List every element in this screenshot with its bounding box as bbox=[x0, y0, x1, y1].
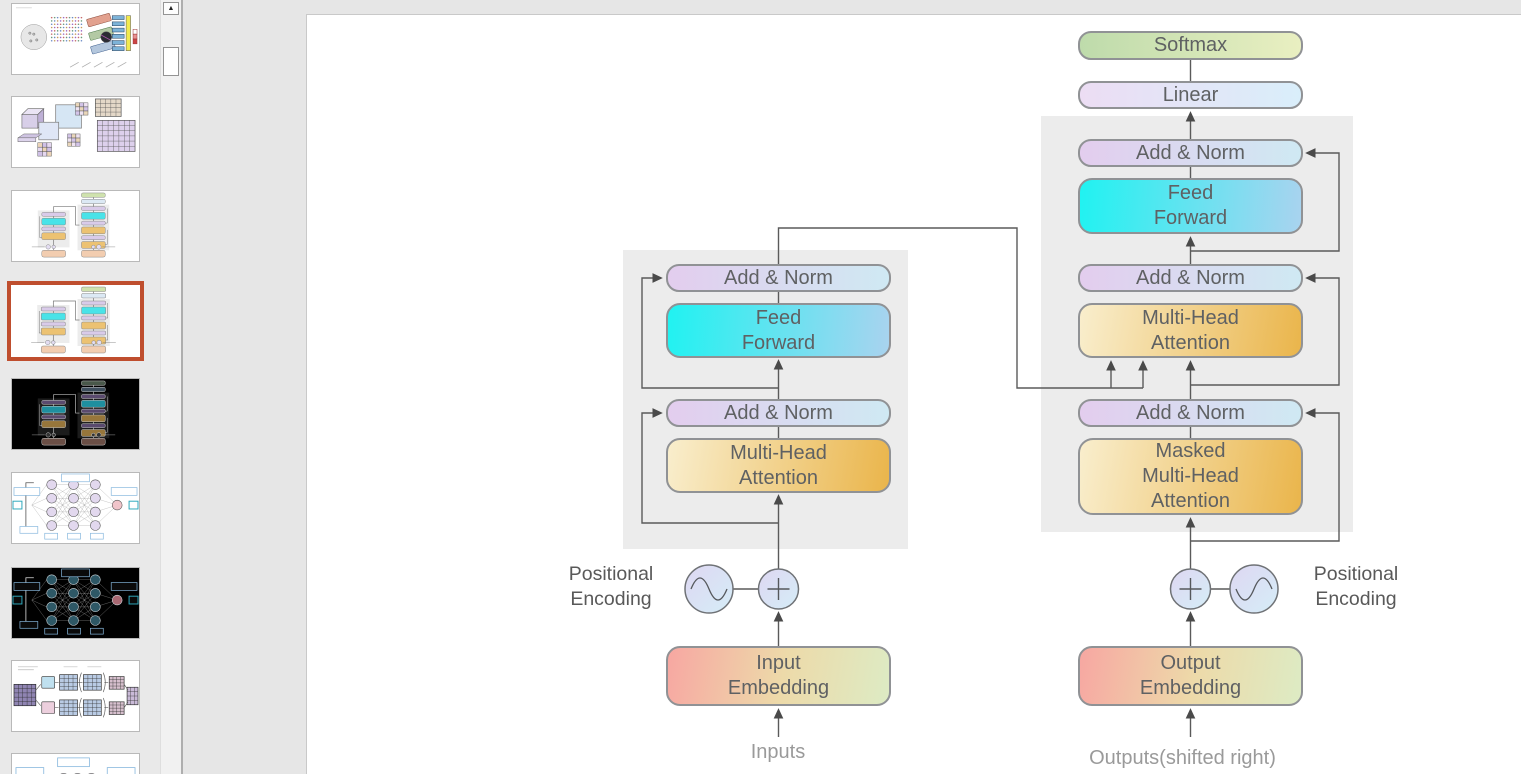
mha-label-line1: Multi-Head bbox=[1142, 306, 1239, 329]
positional-label-line2: Encoding bbox=[1315, 588, 1397, 610]
sine-wave-icon-left[interactable] bbox=[684, 564, 734, 614]
add-norm-label: Add & Norm bbox=[724, 401, 833, 424]
output-embedding-label-line2: Embedding bbox=[1139, 677, 1242, 699]
slide-thumbnail-8[interactable] bbox=[11, 660, 140, 732]
slide-preview-image bbox=[31, 192, 116, 258]
masked-mha-label-line3: Attention bbox=[1151, 490, 1230, 512]
sine-curve-right bbox=[1235, 577, 1273, 601]
slide-thumbnail-4-selected[interactable] bbox=[7, 281, 144, 361]
mha-label-line2: Attention bbox=[739, 466, 818, 489]
positional-label-line2: Encoding bbox=[570, 588, 652, 610]
plus-circle-icon-left[interactable] bbox=[757, 568, 800, 610]
sidebar-scrollbar[interactable]: ▲ bbox=[160, 0, 181, 774]
feed-forward-label-line2: Forward bbox=[1153, 207, 1228, 229]
outputs-label[interactable]: Outputs(shifted right) bbox=[1089, 747, 1276, 769]
output-embedding-label-line1: Output bbox=[1160, 652, 1221, 674]
masked-multi-head-attention-box[interactable]: Masked Multi-Head Attention bbox=[1078, 438, 1303, 515]
inputs-label[interactable]: Inputs bbox=[750, 741, 806, 763]
slide-canvas[interactable]: Softmax Linear Add & Norm Feed Forward A… bbox=[306, 14, 1521, 774]
feed-forward-label-line2: Forward bbox=[741, 331, 816, 354]
input-embedding-box[interactable]: Input Embedding bbox=[666, 646, 891, 706]
sine-wave-icon-right[interactable] bbox=[1229, 564, 1279, 614]
positional-encoding-label-right[interactable]: Positional Encoding bbox=[1286, 562, 1426, 612]
add-norm-label: Add & Norm bbox=[1136, 141, 1245, 164]
add-norm-label: Add & Norm bbox=[724, 266, 833, 289]
slide-preview-image bbox=[17, 98, 136, 157]
softmax-label: Softmax bbox=[1153, 34, 1228, 56]
input-embedding-label-line2: Embedding bbox=[727, 677, 830, 699]
add-norm-label: Add & Norm bbox=[1136, 266, 1245, 289]
decoder-add-norm-2-box[interactable]: Add & Norm bbox=[1078, 264, 1303, 292]
slide-thumbnail-5[interactable] bbox=[11, 378, 140, 450]
scroll-up-button[interactable]: ▲ bbox=[163, 2, 179, 15]
masked-mha-label-line2: Multi-Head bbox=[1142, 465, 1239, 487]
slide-thumbnail-1[interactable] bbox=[11, 3, 140, 75]
plus-circle-icon-right[interactable] bbox=[1169, 568, 1212, 610]
up-arrow-icon: ▲ bbox=[167, 5, 175, 12]
positional-label-line1: Positional bbox=[568, 563, 654, 585]
masked-mha-label-line1: Masked bbox=[1155, 440, 1226, 462]
slide-preview-image bbox=[31, 380, 116, 446]
slide-thumbnail-6[interactable] bbox=[11, 472, 140, 544]
slide-preview-image bbox=[31, 286, 116, 354]
mha-label-line2: Attention bbox=[1151, 331, 1230, 354]
scrollbar-thumb[interactable] bbox=[163, 47, 179, 76]
plus-glyph-right bbox=[1179, 578, 1202, 600]
decoder-add-norm-1-box[interactable]: Add & Norm bbox=[1078, 139, 1303, 167]
slide-preview-image bbox=[12, 473, 139, 540]
slide-thumbnail-7[interactable] bbox=[11, 567, 140, 639]
slide-preview-image bbox=[12, 568, 139, 635]
linear-box[interactable]: Linear bbox=[1078, 81, 1303, 109]
slide-preview-image bbox=[15, 7, 138, 68]
feed-forward-label-line1: Feed bbox=[755, 306, 802, 329]
add-norm-label: Add & Norm bbox=[1136, 401, 1245, 424]
input-embedding-label-line1: Input bbox=[756, 652, 801, 674]
mha-label-line1: Multi-Head bbox=[730, 441, 827, 464]
encoder-add-norm-top-box[interactable]: Add & Norm bbox=[666, 264, 891, 292]
linear-label: Linear bbox=[1162, 83, 1219, 106]
sidebar-divider bbox=[181, 0, 183, 774]
softmax-box[interactable]: Softmax bbox=[1078, 31, 1303, 60]
slide-thumbnail-3[interactable] bbox=[11, 190, 140, 262]
decoder-add-norm-3-box[interactable]: Add & Norm bbox=[1078, 399, 1303, 427]
decoder-multi-head-attention-box[interactable]: Multi-Head Attention bbox=[1078, 303, 1303, 358]
output-embedding-box[interactable]: Output Embedding bbox=[1078, 646, 1303, 706]
positional-label-line1: Positional bbox=[1313, 563, 1399, 585]
positional-encoding-label-left[interactable]: Positional Encoding bbox=[541, 562, 681, 612]
encoder-feed-forward-box[interactable]: Feed Forward bbox=[666, 303, 891, 358]
plus-glyph-left bbox=[767, 578, 790, 600]
decoder-feed-forward-box[interactable]: Feed Forward bbox=[1078, 178, 1303, 234]
feed-forward-label-line1: Feed bbox=[1167, 182, 1214, 204]
slide-thumbnail-2[interactable] bbox=[11, 96, 140, 168]
slide-preview-image bbox=[15, 757, 136, 774]
slide-preview-image bbox=[13, 666, 139, 718]
slide-thumbnail-sidebar bbox=[0, 0, 160, 774]
encoder-multi-head-attention-box[interactable]: Multi-Head Attention bbox=[666, 438, 891, 493]
slide-thumbnail-9[interactable] bbox=[11, 753, 140, 774]
sine-curve-left bbox=[690, 577, 728, 601]
encoder-add-norm-bottom-box[interactable]: Add & Norm bbox=[666, 399, 891, 427]
